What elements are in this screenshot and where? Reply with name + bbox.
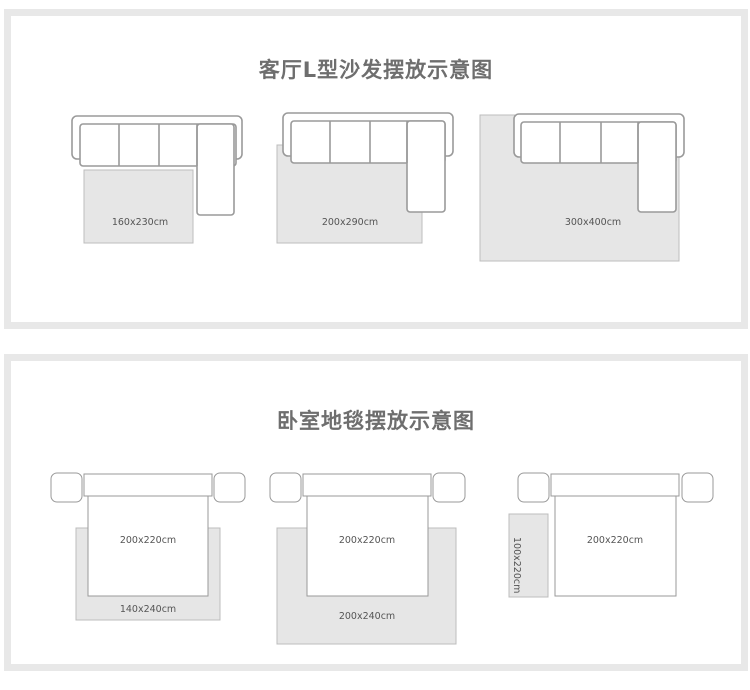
nightstand — [517, 472, 550, 503]
nightstand — [269, 472, 302, 503]
sofa-layout-2: 200x290cm — [276, 112, 454, 244]
nightstand — [432, 472, 466, 503]
l-shaped-sofa — [513, 113, 685, 213]
rug-label: 200x240cm — [339, 611, 395, 622]
rug — [508, 513, 549, 598]
l-shaped-sofa — [282, 112, 454, 213]
rug-label: 140x240cm — [120, 604, 176, 615]
bed-label: 200x220cm — [587, 535, 643, 546]
bed — [87, 495, 209, 597]
rug-label: 100x220cm — [511, 537, 522, 593]
headboard — [83, 473, 213, 497]
sofa-layout-3: 300x400cm — [479, 113, 685, 262]
rug-label: 200x290cm — [322, 217, 378, 228]
bedroom-section-title: 卧室地毯摆放示意图 — [277, 409, 475, 433]
bed — [554, 495, 677, 597]
bed-layout-1: 140x240cm 200x220cm — [50, 472, 246, 621]
headboard — [550, 473, 680, 497]
nightstand — [213, 472, 246, 503]
bed-label: 200x220cm — [120, 535, 176, 546]
nightstand — [50, 472, 83, 503]
l-shaped-sofa — [71, 115, 243, 216]
rug — [83, 169, 194, 244]
sofa-layout-1: 160x230cm — [71, 115, 243, 244]
bed — [306, 495, 429, 597]
bed-layout-3: 100x220cm 200x220cm — [508, 472, 714, 598]
headboard — [302, 473, 432, 497]
bed-layout-2: 200x240cm 200x220cm — [269, 472, 466, 645]
nightstand — [681, 472, 714, 503]
bed-label: 200x220cm — [339, 535, 395, 546]
rug-label: 300x400cm — [565, 217, 621, 228]
sofa-section-title: 客厅L型沙发摆放示意图 — [258, 58, 494, 82]
rug-label: 160x230cm — [112, 217, 168, 228]
